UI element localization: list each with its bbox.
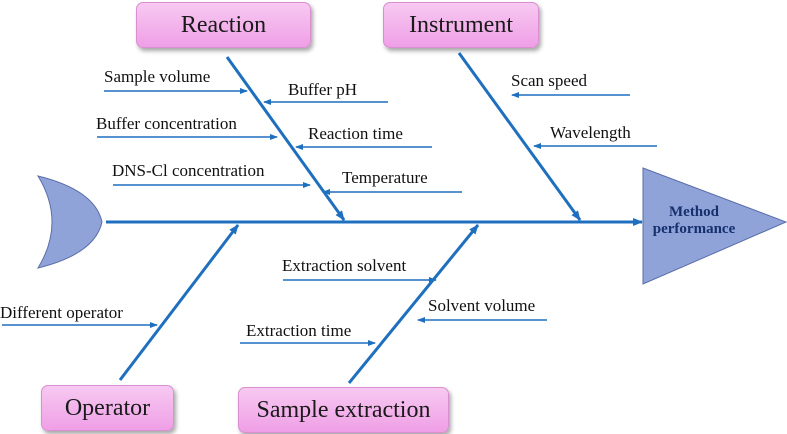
label-different-operator: Different operator bbox=[0, 303, 123, 322]
bone-operator bbox=[118, 224, 240, 381]
fish-head-shape bbox=[642, 167, 787, 285]
label-dns-cl-concentration: DNS-Cl concentration bbox=[112, 161, 265, 180]
label-buffer-ph: Buffer pH bbox=[288, 80, 358, 99]
fish-tail-shape bbox=[36, 175, 103, 269]
category-sample-extraction: Sample extraction bbox=[238, 387, 449, 433]
category-instrument-label: Instrument bbox=[409, 11, 513, 38]
label-extraction-time: Extraction time bbox=[246, 321, 352, 340]
bone-sample-extraction bbox=[347, 224, 480, 384]
category-reaction-label: Reaction bbox=[180, 11, 267, 38]
head-label-line2: performance bbox=[652, 221, 736, 238]
label-wavelength: Wavelength bbox=[550, 123, 631, 142]
label-solvent-volume: Solvent volume bbox=[428, 296, 536, 315]
label-sample-volume: Sample volume bbox=[104, 67, 211, 86]
label-temperature: Temperature bbox=[342, 168, 428, 187]
head-label-line1: Method bbox=[669, 204, 719, 220]
label-buffer-concentration: Buffer concentration bbox=[96, 114, 237, 133]
category-operator: Operator bbox=[41, 385, 174, 431]
category-operator-label: Operator bbox=[64, 394, 151, 421]
category-sample-extraction-label: Sample extraction bbox=[256, 396, 431, 423]
label-scan-speed: Scan speed bbox=[511, 71, 588, 90]
bone-instrument bbox=[457, 52, 582, 221]
head-label: Method performance bbox=[644, 204, 744, 239]
category-reaction: Reaction bbox=[136, 2, 311, 48]
label-extraction-solvent: Extraction solvent bbox=[282, 256, 407, 275]
category-instrument: Instrument bbox=[383, 2, 539, 48]
label-reaction-time: Reaction time bbox=[308, 124, 403, 143]
